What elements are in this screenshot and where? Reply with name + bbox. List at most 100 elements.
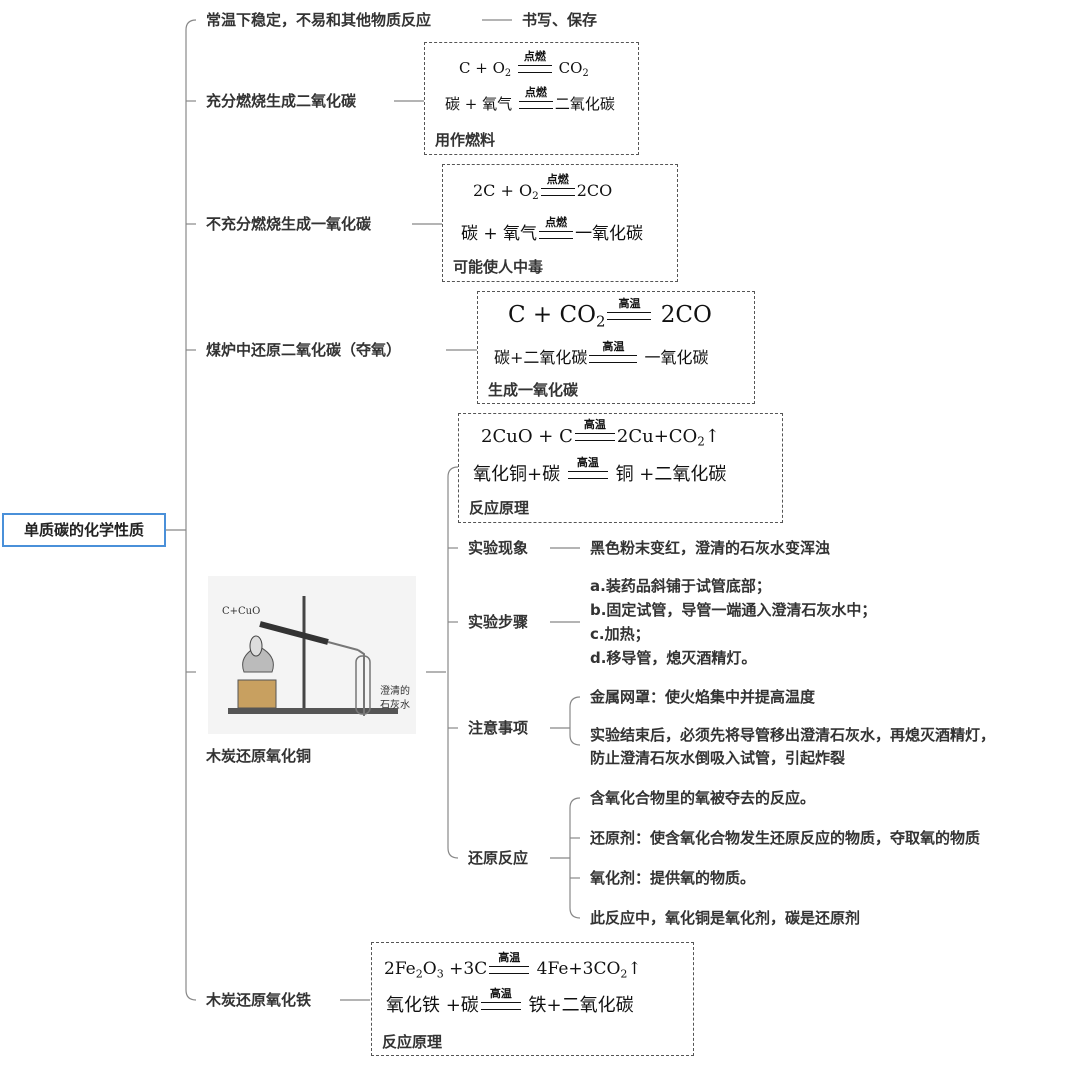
- eq-right: CO: [558, 59, 583, 77]
- eq-sub: 2: [595, 312, 606, 331]
- eq-word-right: 铁+二氧化碳: [528, 995, 634, 1016]
- note-item-continued: 防止澄清石灰水倒吸入试管，引起炸裂: [590, 749, 846, 767]
- eq-word-left: 碳 + 氧气: [445, 95, 513, 113]
- eq-word-right: 一氧化碳: [644, 348, 709, 367]
- eq-sub: 2: [697, 434, 705, 449]
- furnace-word-equation: 碳+二氧化碳高温 一氧化碳: [494, 340, 709, 368]
- leaf-stable-usage[interactable]: 书写、保存: [522, 11, 598, 29]
- eq-word-left: 碳+二氧化碳: [494, 348, 588, 367]
- eq-word-right: 一氧化碳: [575, 224, 644, 244]
- cuo-principle-note: 反应原理: [469, 499, 530, 517]
- reduction-item[interactable]: 含氧化合物里的氧被夺去的反应。: [590, 789, 816, 807]
- branch-fe2o3[interactable]: 木炭还原氧化铁: [206, 991, 312, 1009]
- eq-sub: 2: [504, 67, 512, 79]
- gas-arrow-icon: ↑: [704, 426, 720, 447]
- condition-sign: 点燃: [518, 86, 553, 109]
- branch-partial-burn[interactable]: 不充分燃烧生成一氧化碳: [206, 215, 372, 233]
- condition-sign: 高温: [567, 456, 608, 479]
- eq-word-left: 氧化铜+碳: [473, 464, 561, 485]
- step-item[interactable]: b.固定试管，导管一端通入澄清石灰水中；: [590, 601, 877, 619]
- eq-sub: 2: [620, 967, 628, 981]
- gas-arrow-icon: ↑: [627, 959, 642, 979]
- condition-label: 点燃: [524, 86, 547, 99]
- partial-burn-word-equation: 碳 + 氧气点燃一氧化碳: [461, 216, 644, 245]
- condition-label: 高温: [583, 418, 606, 431]
- eq-word-right: 二氧化碳: [554, 95, 615, 113]
- step-item[interactable]: d.移导管，熄灭酒精灯。: [590, 649, 757, 667]
- full-burn-box: C + O2 点燃 CO2 碳 + 氧气 点燃二氧化碳 用作燃料: [424, 42, 639, 155]
- eq-sub-right: 2: [582, 67, 589, 79]
- eq-word-right: 铜 +二氧化碳: [615, 464, 727, 485]
- condition-sign: 点燃: [539, 216, 574, 239]
- condition-label: 高温: [489, 987, 512, 1000]
- condition-label: 点燃: [545, 215, 568, 229]
- furnace-note: 生成一氧化碳: [488, 381, 579, 399]
- partial-burn-equation: 2C + O2 点燃 2CO: [473, 173, 613, 203]
- condition-label: 点燃: [546, 172, 569, 186]
- condition-label: 高温: [618, 297, 641, 310]
- branch-stable[interactable]: 常温下稳定，不易和其他物质反应: [206, 11, 432, 29]
- cuo-equation: 2CuO + C 高温 2Cu+CO2↑: [481, 418, 720, 449]
- condition-sign: 高温: [489, 951, 530, 974]
- branch-furnace[interactable]: 煤炉中还原二氧化碳（夺氧）: [206, 341, 402, 359]
- root-node[interactable]: 单质碳的化学性质: [2, 513, 166, 547]
- branch-cuo[interactable]: 木炭还原氧化铜: [206, 747, 312, 765]
- partial-burn-note: 可能使人中毒: [453, 258, 544, 276]
- condition-sign: 点燃: [540, 173, 575, 196]
- eq-plus: +3C: [443, 959, 488, 979]
- cuo-word-equation: 氧化铜+碳 高温 铜 +二氧化碳: [473, 456, 727, 486]
- cuo-principle-box: 2CuO + C 高温 2Cu+CO2↑ 氧化铜+碳 高温 铜 +二氧化碳 反应原理: [458, 413, 783, 523]
- eq-left: C + O: [459, 59, 505, 77]
- step-item[interactable]: a.装药品斜铺于试管底部；: [590, 577, 771, 595]
- eq-right: 4Fe+3CO: [536, 959, 621, 979]
- image-label-reactants: C+CuO: [222, 606, 261, 617]
- image-label-limewater-1: 澄清的: [380, 686, 410, 697]
- note-item[interactable]: 金属网罩：使火焰集中并提高温度: [590, 688, 816, 706]
- node-steps[interactable]: 实验步骤: [468, 613, 529, 631]
- node-notes[interactable]: 注意事项: [468, 719, 529, 737]
- node-reduction[interactable]: 还原反应: [468, 849, 529, 867]
- full-burn-word-equation: 碳 + 氧气 点燃二氧化碳: [445, 86, 615, 114]
- branch-full-burn[interactable]: 充分燃烧生成二氧化碳: [206, 92, 357, 110]
- eq-sub: 2: [532, 190, 539, 203]
- condition-label: 高温: [602, 339, 625, 353]
- reduction-item[interactable]: 还原剂：使含氧化合物发生还原反应的物质，夺取氧的物质: [590, 829, 981, 847]
- eq-left: C + CO: [508, 302, 596, 328]
- eq-word-left: 碳 + 氧气: [461, 224, 538, 244]
- eq-left: 2C + O: [473, 181, 533, 200]
- reduction-item[interactable]: 此反应中，氧化铜是氧化剂，碳是还原剂: [590, 909, 861, 927]
- step-item[interactable]: c.加热；: [590, 625, 650, 643]
- condition-sign: 高温: [480, 987, 521, 1010]
- fe2o3-note: 反应原理: [382, 1033, 443, 1051]
- condition-label: 高温: [498, 950, 521, 964]
- note-item[interactable]: 实验结束后，必须先将导管移出澄清石灰水，再熄灭酒精灯，: [590, 726, 996, 744]
- image-label-limewater-2: 石灰水: [380, 700, 410, 711]
- furnace-equation: C + CO2 高温 2CO: [508, 297, 712, 331]
- full-burn-equation: C + O2 点燃 CO2: [459, 50, 589, 79]
- eq-sub: 3: [436, 967, 444, 981]
- eq-word-left: 氧化铁 +碳: [386, 995, 479, 1016]
- condition-sign: 高温: [607, 297, 652, 320]
- reduction-item[interactable]: 氧化剂：提供氧的物质。: [590, 869, 756, 887]
- eq-right: 2CO: [576, 181, 613, 200]
- eq-left: 2CuO + C: [481, 426, 573, 447]
- apparatus-image: C+CuO 澄清的 石灰水: [208, 576, 416, 734]
- condition-sign: 高温: [589, 340, 638, 363]
- eq-right: 2Cu+CO: [616, 426, 698, 447]
- fe2o3-word-equation: 氧化铁 +碳高温 铁+二氧化碳: [386, 987, 634, 1017]
- leaf-phenomenon[interactable]: 黑色粉末变红，澄清的石灰水变浑浊: [590, 539, 831, 557]
- eq-left: 2Fe: [384, 959, 416, 979]
- full-burn-note: 用作燃料: [435, 131, 496, 149]
- node-phenomenon[interactable]: 实验现象: [468, 539, 529, 557]
- condition-sign: 点燃: [517, 50, 552, 73]
- condition-sign: 高温: [574, 418, 615, 441]
- eq-right: 2CO: [660, 302, 712, 328]
- condition-label: 点燃: [523, 50, 546, 63]
- apparatus-drawing: [228, 596, 398, 716]
- eq-sub: 2: [415, 967, 423, 981]
